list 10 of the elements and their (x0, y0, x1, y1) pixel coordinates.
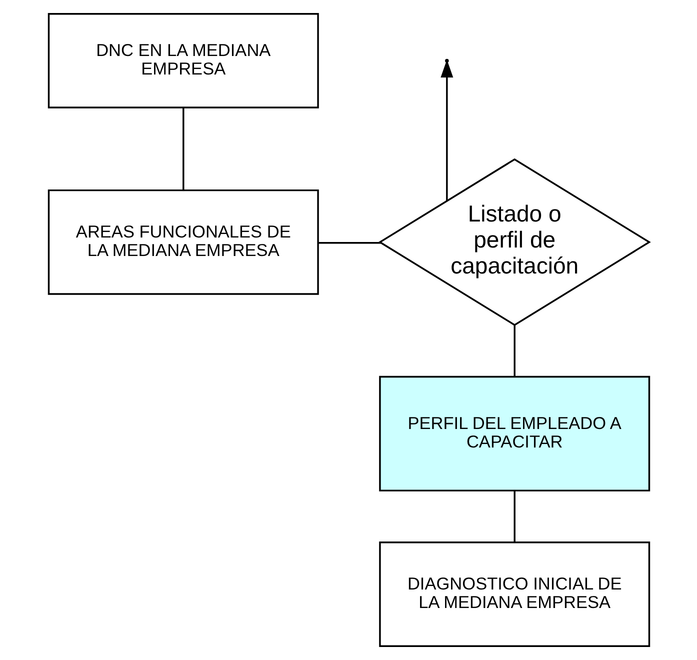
connector (513, 325, 515, 377)
node-box: DIAGNOSTICO INICIAL DE LA MEDIANA EMPRESA (378, 542, 650, 647)
node-box: AREAS FUNCIONALES DE LA MEDIANA EMPRESA (47, 189, 318, 295)
connector (182, 108, 184, 190)
node-box: DNC EN LA MEDIANA EMPRESA (47, 13, 318, 108)
connector (513, 490, 515, 542)
connector (318, 242, 381, 244)
node-box: PERFIL DEL EMPLEADO A CAPACITAR (378, 376, 650, 492)
arrow (440, 60, 453, 201)
node-diamond: Listado o perfil de capacitación (378, 158, 650, 326)
